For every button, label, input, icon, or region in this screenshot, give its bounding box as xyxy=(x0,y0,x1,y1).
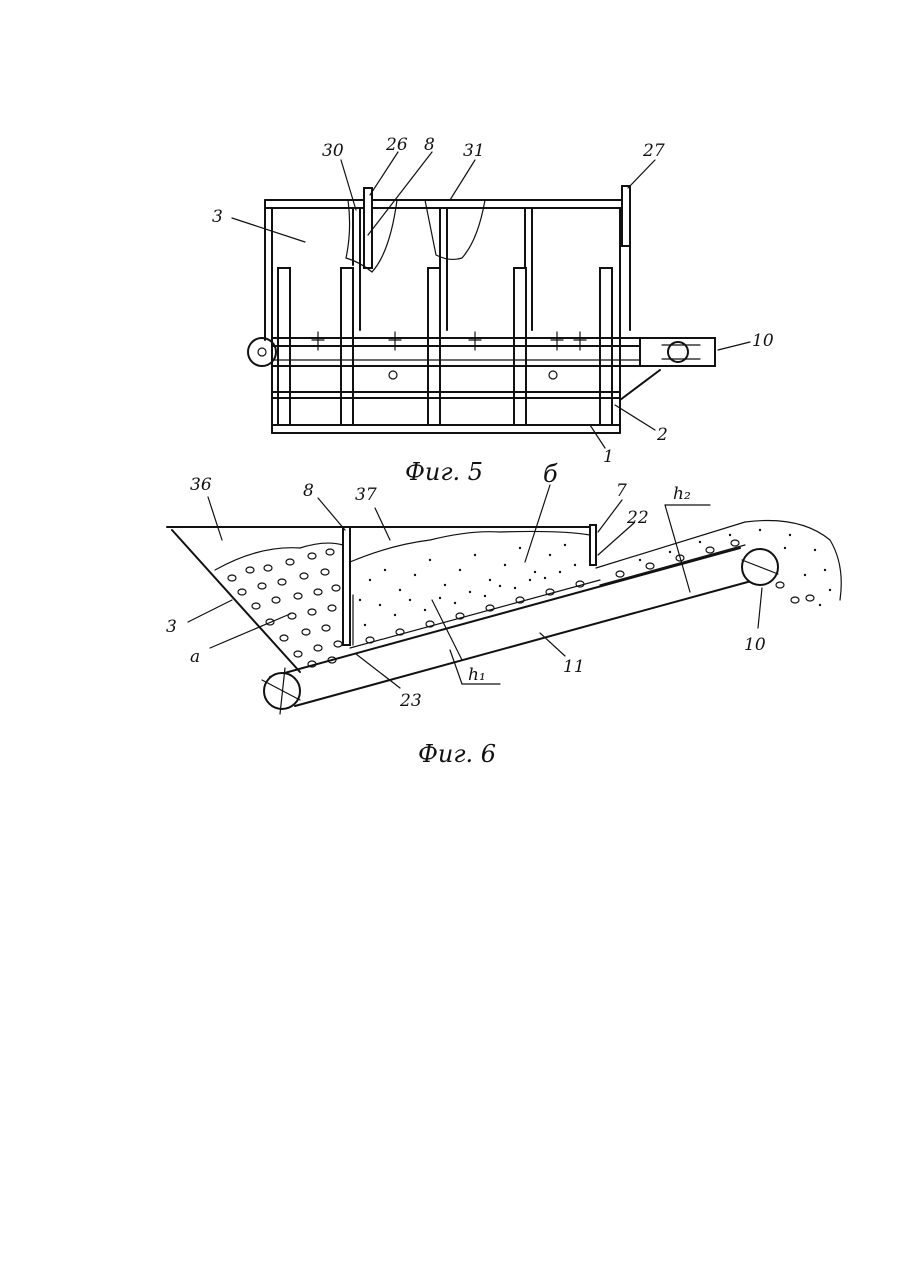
figure-5-drawing xyxy=(232,152,750,448)
fig5-label-3: 3 xyxy=(212,207,223,227)
figure-6-drawing xyxy=(167,485,841,714)
fig6-label-h2: h₂ xyxy=(673,484,691,504)
fig6-label-3: 3 xyxy=(166,617,177,637)
fig5-label-2: 2 xyxy=(656,425,668,445)
fig6-label-8: 8 xyxy=(303,481,314,501)
fig6-label-b: б xyxy=(543,460,558,488)
fig6-label-22: 22 xyxy=(626,508,649,528)
fig5-label-8: 8 xyxy=(424,135,435,155)
fig6-label-a: а xyxy=(190,647,200,667)
fig5-label-1: 1 xyxy=(603,447,614,467)
fig6-caption: Фиг. 6 xyxy=(418,740,496,768)
fig5-label-26: 26 xyxy=(385,135,408,155)
fig5-label-30: 30 xyxy=(322,141,344,161)
fig6-label-h1: h₁ xyxy=(468,665,486,685)
fig6-label-23: 23 xyxy=(399,691,422,711)
fig6-label-37: 37 xyxy=(355,485,377,505)
fig6-label-10: 10 xyxy=(744,635,766,655)
fig6-label-11: 11 xyxy=(563,657,585,677)
fig5-label-10: 10 xyxy=(752,331,774,351)
fig6-label-7: 7 xyxy=(616,481,627,501)
fig5-label-27: 27 xyxy=(642,141,665,161)
fig5-label-31: 31 xyxy=(463,141,485,161)
fig6-label-36: 36 xyxy=(190,475,212,495)
fig5-caption: Фиг. 5 xyxy=(405,458,483,486)
